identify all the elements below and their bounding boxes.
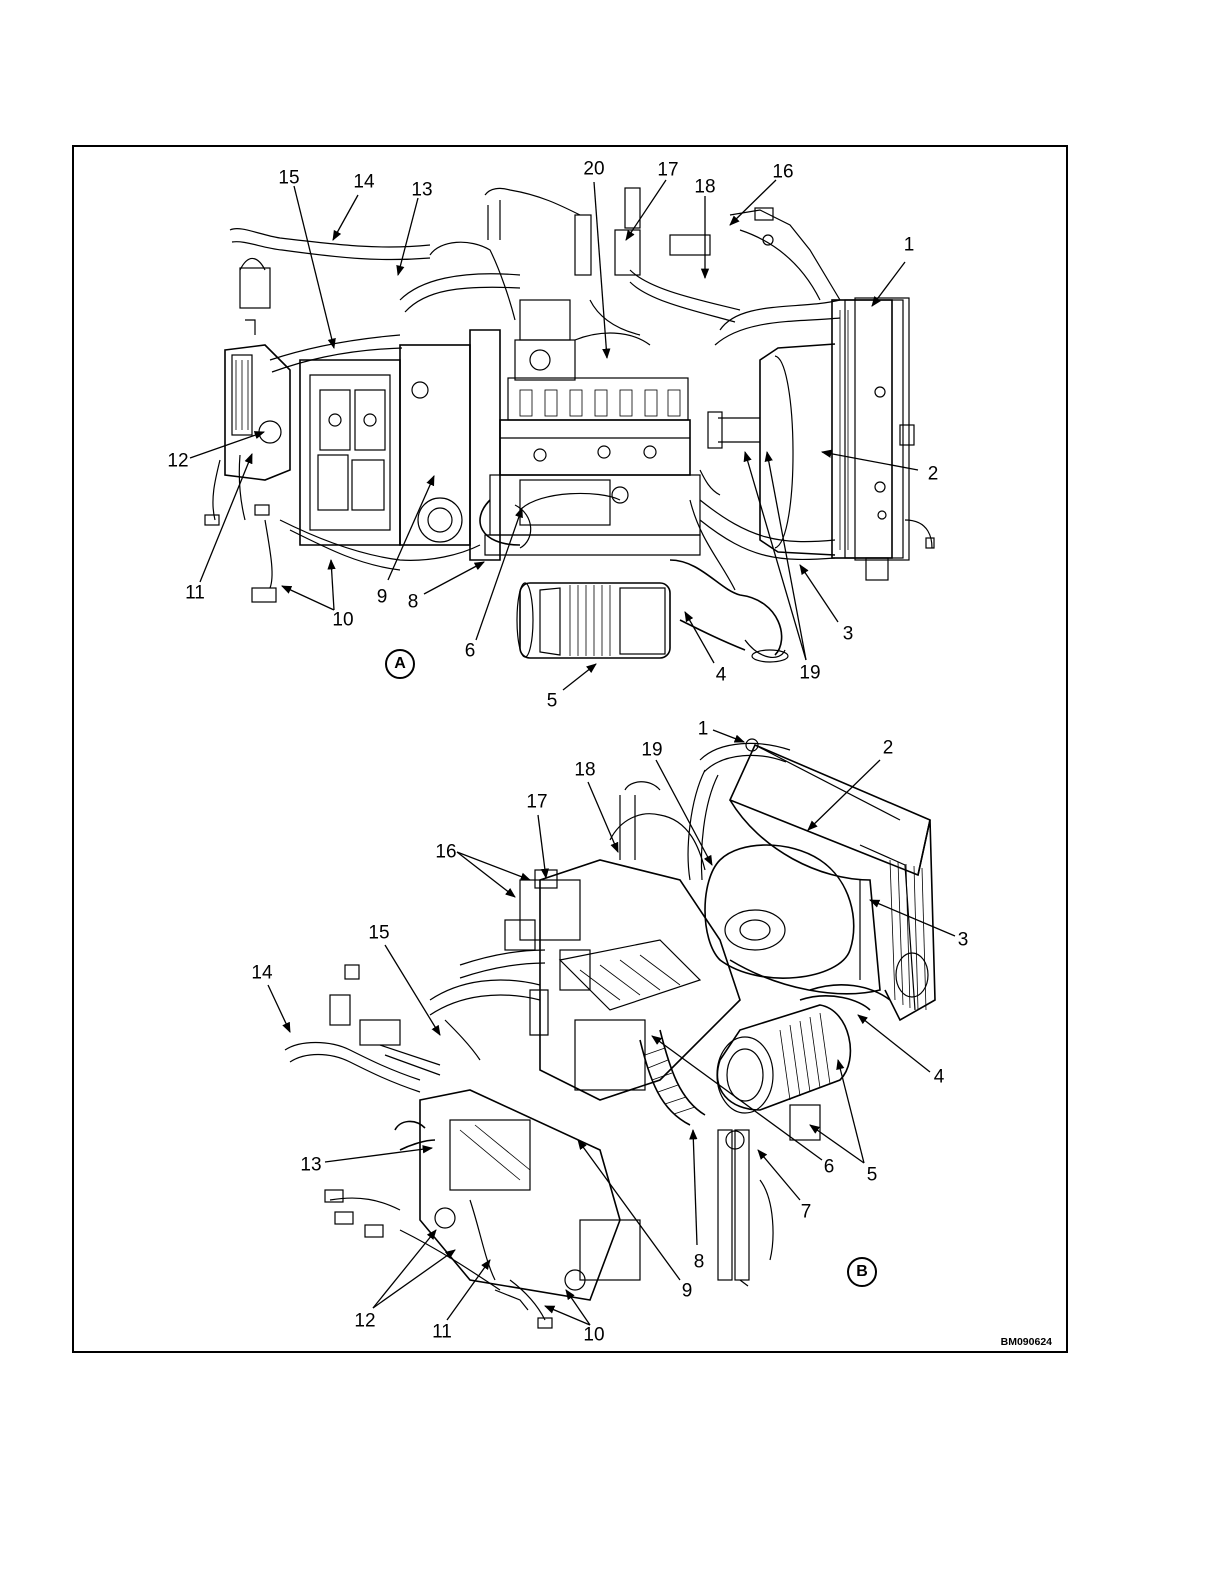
callout-b-13: 13 — [300, 1156, 321, 1175]
view-a-engine-drawing — [205, 188, 934, 662]
callout-a-12: 12 — [167, 452, 188, 471]
callout-a-17: 17 — [657, 161, 678, 180]
view-b-leader-lines — [268, 730, 955, 1325]
callout-a-18: 18 — [694, 178, 715, 197]
callout-b-10: 10 — [583, 1326, 604, 1345]
callout-b-17: 17 — [526, 793, 547, 812]
callout-a-5: 5 — [547, 692, 558, 711]
callout-a-20: 20 — [583, 160, 604, 179]
callout-b-11: 11 — [432, 1323, 452, 1342]
callout-b-15: 15 — [368, 924, 389, 943]
callout-b-2: 2 — [883, 739, 894, 758]
callout-b-7: 7 — [801, 1203, 812, 1222]
view-marker-b: B — [847, 1257, 877, 1287]
callout-b-4: 4 — [934, 1068, 945, 1087]
callout-a-15: 15 — [278, 169, 299, 188]
callout-b-5: 5 — [867, 1166, 878, 1185]
callout-b-1: 1 — [698, 720, 709, 739]
callout-a-13: 13 — [411, 181, 432, 200]
callout-b-19: 19 — [641, 741, 662, 760]
callout-b-6: 6 — [824, 1158, 835, 1177]
callout-b-16: 16 — [435, 843, 456, 862]
callout-a-10: 10 — [332, 611, 353, 630]
callout-a-14: 14 — [353, 173, 374, 192]
callout-a-2: 2 — [928, 465, 939, 484]
callout-a-3: 3 — [843, 625, 854, 644]
callout-b-14: 14 — [251, 964, 272, 983]
view-marker-a: A — [385, 649, 415, 679]
callout-b-12: 12 — [354, 1312, 375, 1331]
callout-a-9: 9 — [377, 588, 388, 607]
callout-a-4: 4 — [716, 666, 727, 685]
callout-b-9: 9 — [682, 1282, 693, 1301]
callout-b-8: 8 — [694, 1253, 705, 1272]
callout-b-3: 3 — [958, 931, 969, 950]
callout-a-11: 11 — [185, 584, 205, 603]
callout-a-8: 8 — [408, 593, 419, 612]
callout-a-19: 19 — [799, 664, 820, 683]
view-b-engine-drawing — [285, 739, 935, 1328]
callout-a-1: 1 — [904, 236, 915, 255]
callout-b-18: 18 — [574, 761, 595, 780]
callout-a-16: 16 — [772, 163, 793, 182]
callout-a-6: 6 — [465, 642, 476, 661]
figure-code: BM090624 — [1001, 1336, 1052, 1348]
